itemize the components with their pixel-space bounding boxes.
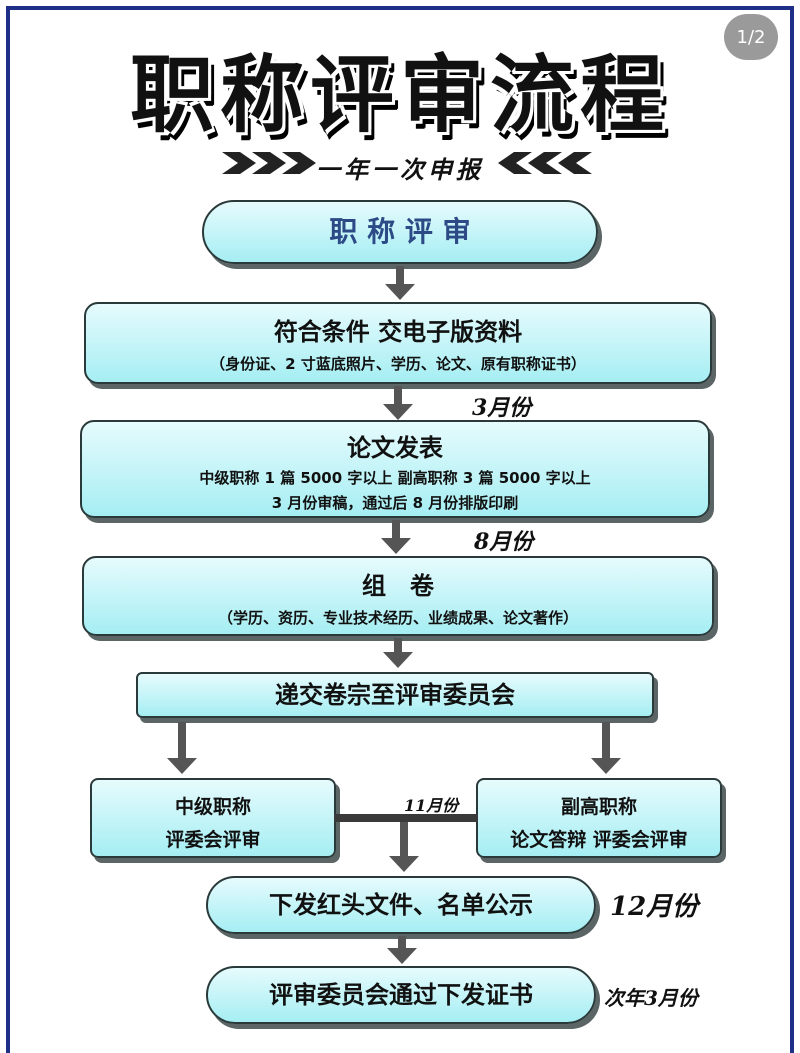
step-3-line-1: 中级职称 1 篇 5000 字以上 副高职称 3 篇 5000 字以上	[199, 469, 591, 487]
connector-bar	[334, 814, 478, 822]
step-4-title: 组 卷	[362, 572, 434, 600]
subtitle: 一年一次申报	[316, 156, 484, 184]
step-professional-title-review: 职 称 评 审	[202, 200, 598, 264]
note-august: 8月份	[474, 529, 534, 555]
step-official-notice: 下发红头文件、名单公示	[206, 876, 596, 934]
step-submit-materials: 符合条件 交电子版资料 （身份证、2 寸蓝底照片、学历、论文、原有职称证书）	[84, 302, 712, 384]
step-3-line-2: 3 月份审稿，通过后 8 月份排版印刷	[271, 494, 519, 512]
step-paper-publication: 论文发表 中级职称 1 篇 5000 字以上 副高职称 3 篇 5000 字以上…	[80, 420, 710, 518]
step-4-detail: （学历、资历、专业技术经历、业绩成果、论文著作）	[217, 609, 578, 627]
step-2-title: 符合条件 交电子版资料	[273, 318, 523, 346]
step-7-title: 下发红头文件、名单公示	[269, 891, 533, 919]
step-2-detail: （身份证、2 寸蓝底照片、学历、论文、原有职称证书）	[210, 355, 586, 373]
step-8-title: 评审委员会通过下发证书	[269, 981, 533, 1009]
step-6b-line-2: 论文答辩 评委会评审	[510, 829, 688, 851]
step-6b-line-1: 副高职称	[560, 796, 637, 818]
step-compile-dossier: 组 卷 （学历、资历、专业技术经历、业绩成果、论文著作）	[82, 556, 714, 636]
step-6a-line-2: 评委会评审	[165, 829, 261, 851]
note-november: 11月份	[404, 796, 459, 815]
right-chevrons-icon	[498, 152, 592, 174]
step-5-title: 递交卷宗至评审委员会	[275, 681, 515, 709]
left-chevrons-icon	[222, 152, 316, 174]
step-senior-review: 副高职称 论文答辩 评委会评审	[476, 778, 722, 858]
step-6a-line-1: 中级职称	[174, 796, 251, 818]
step-issue-certificate: 评审委员会通过下发证书	[206, 966, 596, 1024]
step-1-title: 职 称 评 审	[329, 215, 471, 248]
note-december: 12月份	[610, 892, 699, 922]
page-counter[interactable]: 1/2	[724, 14, 778, 60]
note-march: 3月份	[472, 395, 532, 421]
step-intermediate-review: 中级职称 评委会评审	[90, 778, 336, 858]
step-submit-to-committee: 递交卷宗至评审委员会	[136, 672, 654, 718]
note-next-march: 次年3月份	[604, 986, 698, 1010]
page-title: 职称评审流程	[129, 46, 670, 144]
step-3-title: 论文发表	[347, 434, 443, 462]
